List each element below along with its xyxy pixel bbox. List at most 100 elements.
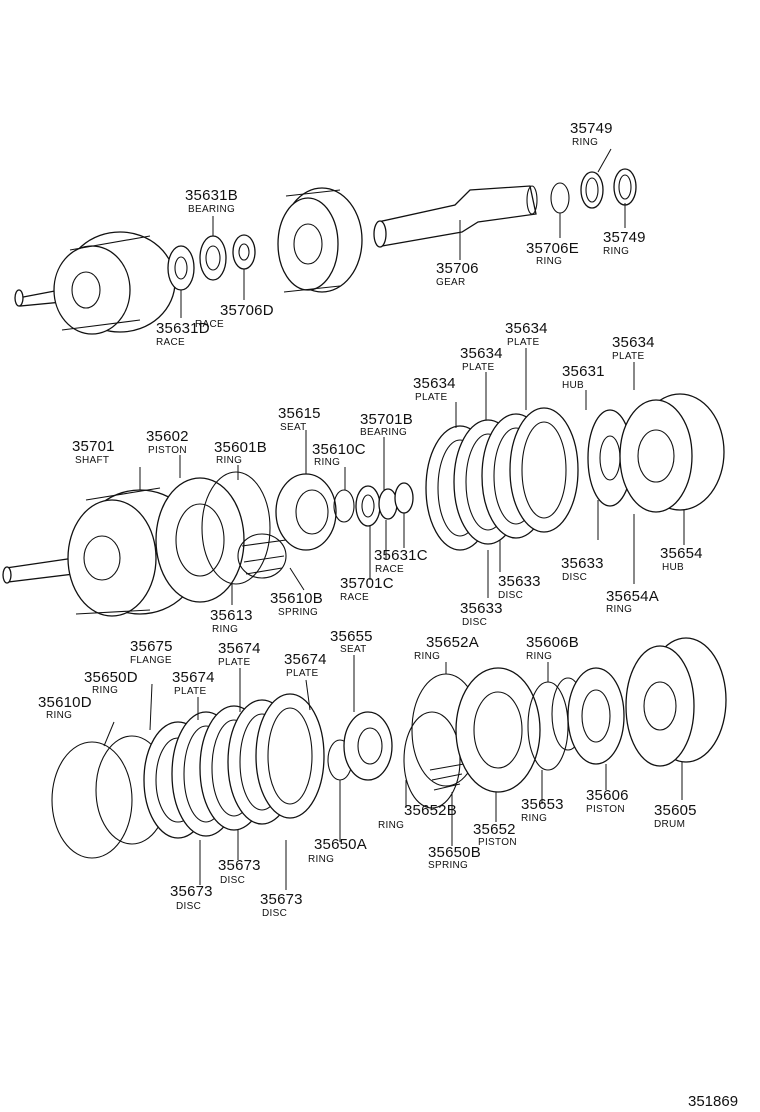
part-hub-35654 — [619, 393, 725, 513]
callout-35654a-name: RING — [606, 604, 632, 615]
callout-35706-number: 35706 — [436, 260, 479, 277]
part-ring-35610c — [333, 489, 355, 523]
part-spring-35610b — [237, 533, 287, 579]
callout-35634-b-name: PLATE — [612, 351, 644, 362]
callout-35631c-number: 35631C — [374, 547, 428, 564]
callout-35674-b-name: PLATE — [286, 668, 318, 679]
callout-35606b-name: RING — [526, 651, 552, 662]
callout-35633-a-name: DISC — [498, 590, 523, 601]
part-ring-35652b — [403, 711, 461, 809]
callout-35633-b-name: DISC — [562, 572, 587, 583]
part-clutch-pack-direct — [171, 693, 325, 837]
callout-35634-c-number: 35634 — [460, 345, 503, 362]
callout-35634-c-name: PLATE — [462, 362, 494, 373]
callout-35601b-number: 35601B — [214, 439, 267, 456]
callout-35601b-name: RING — [216, 455, 242, 466]
callout-35654-name: HUB — [662, 562, 684, 573]
callout-35652-name: PISTON — [478, 837, 517, 848]
callout-35749-b-name: RING — [603, 246, 629, 257]
callout-35634-d-name: PLATE — [415, 392, 447, 403]
callout-35634-d-number: 35634 — [413, 375, 456, 392]
callout-35673-c-number: 35673 — [260, 891, 303, 908]
callout-35631b-name: BEARING — [188, 204, 235, 215]
callout-35633-c-number: 35633 — [460, 600, 503, 617]
callout-35650b-number: 35650B — [428, 844, 481, 861]
callout-35706e-number: 35706E — [526, 240, 579, 257]
callout-35631b-number: 35631B — [185, 187, 238, 204]
callout-35613-name: RING — [212, 624, 238, 635]
part-ring-35601b — [201, 471, 271, 585]
callout-35615-name: SEAT — [280, 422, 307, 433]
callout-35673-b-number: 35673 — [170, 883, 213, 900]
callout-35675-name: FLANGE — [130, 655, 172, 666]
callout-35633-a-number: 35633 — [498, 573, 541, 590]
callout-35674-a-number: 35674 — [218, 640, 261, 657]
callout-35749-a-name: RING — [572, 137, 598, 148]
part-ring-35706e — [550, 182, 570, 214]
callout-35701b-name: BEARING — [360, 427, 407, 438]
part-drum-35605 — [625, 637, 727, 767]
part-piston-35602 — [155, 477, 245, 603]
callout-35653-name: RING — [521, 813, 547, 824]
callout-35706e-name: RING — [536, 256, 562, 267]
callout-35606b-number: 35606B — [526, 634, 579, 651]
part-race-35706d — [232, 234, 256, 270]
part-clutch-pack-forward — [425, 407, 579, 551]
callout-35749-a-number: 35749 — [570, 120, 613, 137]
callout-35654-number: 35654 — [660, 545, 703, 562]
callout-35652a-name: RING — [414, 651, 440, 662]
part-piston-35606 — [567, 667, 625, 765]
callout-35606-number: 35606 — [586, 787, 629, 804]
callout-35674-c-name: PLATE — [174, 686, 206, 697]
part-seat-35615 — [275, 473, 337, 551]
callout-35615-number: 35615 — [278, 405, 321, 422]
part-ring-35610d — [51, 741, 133, 859]
callout-35650d-number: 35650D — [84, 669, 138, 686]
callout-35749-b-number: 35749 — [603, 229, 646, 246]
callout-35652-number: 35652 — [473, 821, 516, 838]
callout-35654a-number: 35654A — [606, 588, 659, 605]
callout-35675-number: 35675 — [130, 638, 173, 655]
part-ring-35749-b — [613, 168, 637, 206]
callout-35706d-number: 35706D — [220, 302, 274, 319]
callout-35706-name: GEAR — [436, 277, 466, 288]
callout-35610b-number: 35610B — [270, 590, 323, 607]
callout-35673-c-name: DISC — [262, 908, 287, 919]
part-race-35631d — [167, 245, 195, 291]
callout-35650a-number: 35650A — [314, 836, 367, 853]
callout-35653-number: 35653 — [521, 796, 564, 813]
callout-35674-c-number: 35674 — [172, 669, 215, 686]
callout-35650d-name: RING — [92, 685, 118, 696]
callout-35674-b-number: 35674 — [284, 651, 327, 668]
callout-35701c-name: RACE — [340, 592, 369, 603]
callout-35706d-name: RACE — [195, 319, 224, 330]
part-bearing-35631b — [199, 235, 227, 281]
callout-35634-a-name: PLATE — [507, 337, 539, 348]
callout-35701c-number: 35701C — [340, 575, 394, 592]
callout-35610c-number: 35610C — [312, 441, 366, 458]
callout-35655-number: 35655 — [330, 628, 373, 645]
callout-35650b-name: SPRING — [428, 860, 468, 871]
part-race-35701c — [378, 488, 398, 520]
callout-35652b-number: 35652B — [404, 802, 457, 819]
leader-lines — [103, 148, 685, 890]
callout-35655-name: SEAT — [340, 644, 367, 655]
callout-35673-a-name: DISC — [220, 875, 245, 886]
part-race-35631c — [394, 482, 414, 514]
callout-35634-a-number: 35634 — [505, 320, 548, 337]
callout-35701b-number: 35701B — [360, 411, 413, 428]
callout-35631d-name: RACE — [156, 337, 185, 348]
part-gear-35706 — [373, 185, 538, 248]
callout-35631-name: HUB — [562, 380, 584, 391]
callout-35633-b-number: 35633 — [561, 555, 604, 572]
part-carrier-gear — [277, 187, 363, 293]
part-spring-35650b — [429, 763, 465, 791]
callout-35610b-name: SPRING — [278, 607, 318, 618]
callout-35701-name: SHAFT — [75, 455, 109, 466]
callout-35631-number: 35631 — [562, 363, 605, 380]
part-bearing-35701b — [355, 485, 381, 527]
callout-35610d-name: RING — [46, 710, 72, 721]
callout-35602-name: PISTON — [148, 445, 187, 456]
part-seat-35655 — [343, 711, 393, 781]
